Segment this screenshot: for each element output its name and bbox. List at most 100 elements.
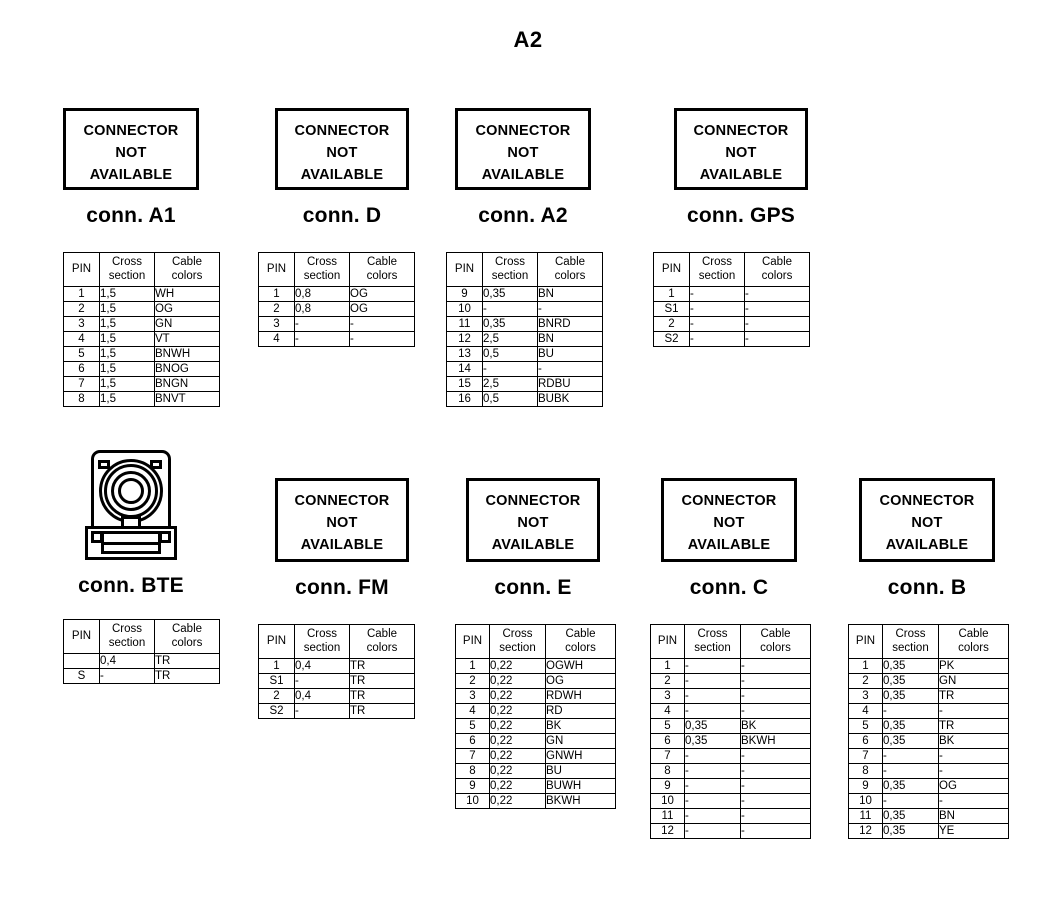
cell-pin: 4: [455, 703, 490, 720]
table-row: 10--: [650, 793, 811, 810]
column-header-pin: PIN: [455, 623, 490, 660]
cell-cross-section: -: [684, 778, 741, 795]
table-row: S1-TR: [258, 673, 415, 690]
connector-ring-center: [118, 478, 144, 504]
connector-not-available-line-1: CONNECTOR: [693, 123, 789, 139]
cell-pin: 5: [848, 718, 883, 735]
cell-pin: 10: [650, 793, 685, 810]
cell-cable-color: GNWH: [545, 748, 616, 765]
column-header-pin: PIN: [63, 618, 100, 655]
connector-not-available-line-3: AVAILABLE: [89, 167, 173, 184]
table-row: S-TR: [63, 668, 220, 685]
cell-pin: 11: [650, 808, 685, 825]
cell-cable-color: GN: [545, 733, 616, 750]
cell-cross-section: -: [882, 703, 939, 720]
column-header-pin: PIN: [653, 251, 690, 288]
connector-block-bte: conn. BTE: [63, 450, 199, 598]
column-header-pin: PIN: [848, 623, 883, 660]
connector-label-gps: conn. GPS: [687, 204, 795, 227]
cell-cable-color: TR: [938, 718, 1009, 735]
cell-cable-color: GN: [154, 316, 220, 333]
cell-cable-color: OG: [154, 301, 220, 318]
cell-pin: 3: [258, 316, 295, 333]
cell-pin: 6: [848, 733, 883, 750]
cell-pin: S1: [258, 673, 295, 690]
connector-not-available-line-1: CONNECTOR: [681, 493, 777, 509]
cell-pin: 6: [455, 733, 490, 750]
cell-pin: 13: [446, 346, 483, 363]
connector-label-c: conn. C: [689, 576, 769, 599]
cell-pin: 1: [63, 286, 100, 303]
cell-cross-section: 1,5: [99, 376, 155, 393]
cell-cross-section: -: [882, 793, 939, 810]
cell-cross-section: 0,22: [489, 703, 546, 720]
cell-cross-section: 0,22: [489, 778, 546, 795]
cell-cable-color: BUBK: [537, 391, 603, 408]
cell-pin: 12: [848, 823, 883, 840]
cell-cable-color: -: [537, 361, 603, 378]
cell-cable-color: BNRD: [537, 316, 603, 333]
cell-cross-section: 0,4: [294, 658, 350, 675]
cell-cable-color: -: [938, 748, 1009, 765]
coaxial-connector-icon: [85, 450, 177, 560]
cell-pin: 10: [455, 793, 490, 810]
cell-cable-color: BKWH: [740, 733, 811, 750]
cell-cable-color: OGWH: [545, 658, 616, 675]
table-row: 4--: [650, 703, 811, 720]
cell-cross-section: -: [482, 301, 538, 318]
connector-not-available-line-2: NOT: [911, 515, 943, 532]
cell-cable-color: OG: [938, 778, 1009, 795]
cell-cable-color: BU: [537, 346, 603, 363]
connector-tab-left: [98, 460, 110, 469]
cell-cable-color: -: [740, 793, 811, 810]
cell-cross-section: 0,8: [294, 301, 350, 318]
cell-pin: S2: [258, 703, 295, 720]
cell-pin: S1: [653, 301, 690, 318]
cell-cable-color: BK: [545, 718, 616, 735]
cell-pin: 6: [63, 361, 100, 378]
cell-cross-section: 0,4: [99, 653, 155, 670]
cell-cross-section: 1,5: [99, 331, 155, 348]
connector-not-available-line-3: AVAILABLE: [300, 537, 384, 554]
cell-pin: 1: [455, 658, 490, 675]
cell-cable-color: OG: [349, 286, 415, 303]
cell-cable-color: TR: [349, 658, 415, 675]
cell-cable-color: -: [740, 688, 811, 705]
cell-cross-section: 0,35: [684, 718, 741, 735]
cell-cross-section: 0,22: [489, 793, 546, 810]
connector-label-bte: conn. BTE: [78, 574, 184, 597]
cell-pin: 1: [650, 658, 685, 675]
